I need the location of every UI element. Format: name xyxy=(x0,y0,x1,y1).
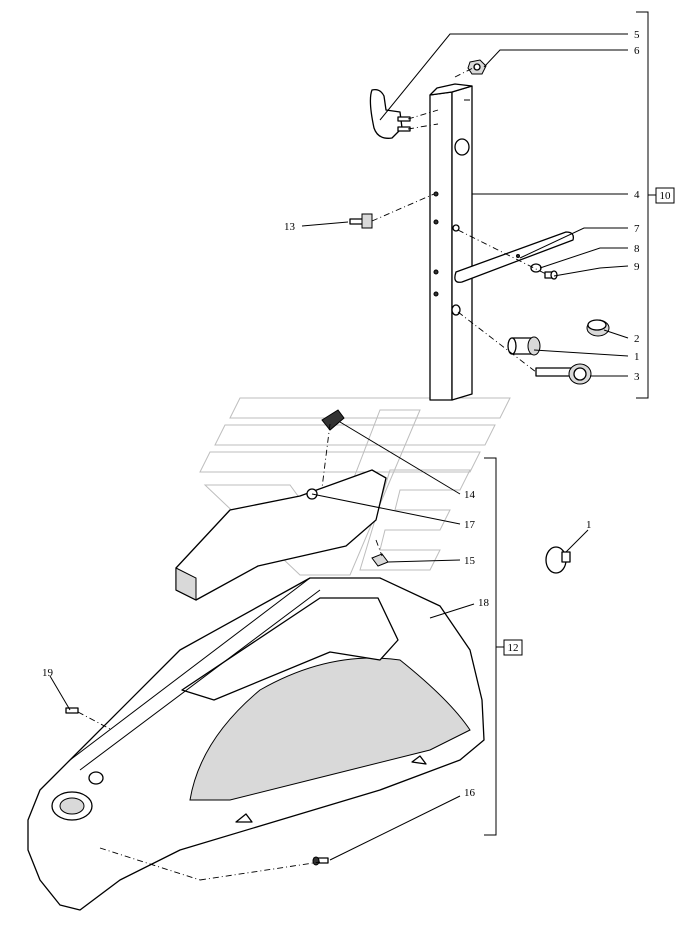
group-bracket-12: 12 xyxy=(484,457,523,836)
callout-4: 4 xyxy=(634,189,640,201)
callout-19: 19 xyxy=(42,667,54,679)
screw-part-13 xyxy=(349,213,373,229)
cap-part-2 xyxy=(586,319,610,337)
group-label-12: 12 xyxy=(508,642,519,654)
bolt-part-9 xyxy=(544,270,558,280)
callout-6: 6 xyxy=(634,45,640,57)
nut-part-6 xyxy=(467,59,487,75)
bar-part-7 xyxy=(454,231,574,283)
callout-9: 9 xyxy=(634,261,640,273)
group-bracket-10: 10 xyxy=(636,11,675,399)
latch-part-14 xyxy=(321,409,345,431)
fastener-part-15 xyxy=(371,553,389,567)
upright-post-part-4 xyxy=(429,83,473,401)
clip-part-5 xyxy=(369,88,411,139)
callout-7: 7 xyxy=(634,223,640,235)
bushing-upper xyxy=(507,336,541,356)
callout-16: 16 xyxy=(464,787,476,799)
callout-labels: 5 6 4 7 8 9 2 1 3 13 14 17 15 18 1 19 16 xyxy=(42,29,640,799)
callout-1-upper: 1 xyxy=(634,351,640,363)
callout-2: 2 xyxy=(634,333,640,345)
cover-panel-part-17 xyxy=(175,469,387,601)
callout-8: 8 xyxy=(634,243,640,255)
assembly-center-lines xyxy=(77,66,547,881)
callout-14: 14 xyxy=(464,489,476,501)
callout-3: 3 xyxy=(634,371,640,383)
callout-17: 17 xyxy=(464,519,476,531)
callout-13: 13 xyxy=(284,221,296,233)
leader-lines xyxy=(49,33,629,861)
screw-part-19 xyxy=(65,707,79,714)
group-label-10: 10 xyxy=(660,190,672,202)
screw-part-16 xyxy=(312,856,329,866)
callout-5: 5 xyxy=(634,29,640,41)
callout-15: 15 xyxy=(464,555,476,567)
pivot-part-3 xyxy=(535,363,592,385)
callout-1-lower: 1 xyxy=(586,519,592,531)
callout-18: 18 xyxy=(478,597,490,609)
housing-part-18 xyxy=(27,577,485,911)
